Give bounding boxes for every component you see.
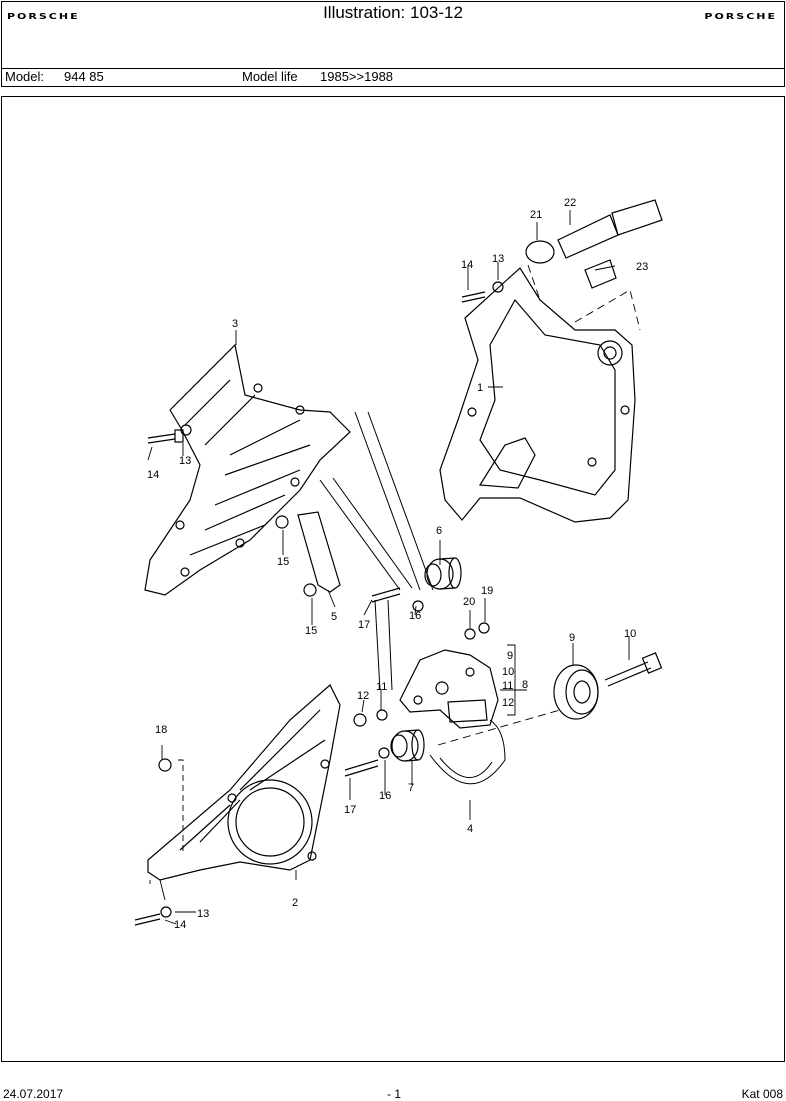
model-label: Model: xyxy=(5,69,45,84)
callout-18: 18 xyxy=(155,724,167,736)
callout-22: 22 xyxy=(564,197,576,209)
part-23-hose xyxy=(584,259,617,289)
callout-13-c: 13 xyxy=(197,908,209,920)
callout-17-b: 17 xyxy=(344,804,356,816)
model-life-label: Model life xyxy=(242,69,298,84)
callout-16-b: 16 xyxy=(379,790,391,802)
part-5-bracket xyxy=(297,511,341,593)
leader-lines xyxy=(147,210,641,925)
callout-14-b: 14 xyxy=(461,259,473,271)
callout-10: 10 xyxy=(624,628,636,640)
callout-7: 7 xyxy=(408,782,414,794)
callout-12-group: 12 xyxy=(502,697,514,709)
callout-4: 4 xyxy=(467,823,473,835)
footer-catalog: Kat 008 xyxy=(741,1087,783,1101)
part-8-tensioner xyxy=(399,649,499,729)
brand-logo-left: PORSCHE xyxy=(7,11,80,22)
part-1-rear-cover xyxy=(439,267,636,523)
illustration-title: Illustration: 103-12 xyxy=(323,3,463,22)
footer-page-number: - 1 xyxy=(387,1087,402,1101)
illustration-frame xyxy=(1,96,785,1062)
callout-2: 2 xyxy=(292,897,298,909)
model-bar: Model: 944 85 Model life 1985>>1988 xyxy=(1,68,785,87)
fasteners xyxy=(134,281,504,926)
callout-9: 9 xyxy=(569,632,575,644)
brand-logo-right: PORSCHE xyxy=(704,11,777,22)
callout-15-a: 15 xyxy=(277,556,289,568)
callout-11: 11 xyxy=(376,681,387,693)
part-10-bolt xyxy=(604,652,663,687)
callout-6: 6 xyxy=(436,525,442,537)
callout-16-a: 16 xyxy=(409,610,421,622)
model-value: 944 85 xyxy=(64,69,104,84)
callout-14-a: 14 xyxy=(147,469,159,481)
part-4-timing-belt xyxy=(319,411,506,785)
callout-12: 12 xyxy=(357,690,369,702)
model-life-value: 1985>>1988 xyxy=(320,69,394,84)
callout-13-a: 13 xyxy=(179,455,191,467)
callout-14-c: 14 xyxy=(174,919,186,931)
part-2-lower-cover xyxy=(147,684,341,881)
callout-8: 8 xyxy=(522,679,528,691)
footer-date: 24.07.2017 xyxy=(3,1087,64,1101)
callout-10-group: 10 xyxy=(502,666,514,678)
callout-15-b: 15 xyxy=(305,625,317,637)
callout-11-group: 11 xyxy=(502,680,513,692)
callout-3: 3 xyxy=(232,318,238,330)
part-9-sprocket xyxy=(553,664,599,720)
part-7-roller xyxy=(390,729,425,762)
part-22-hose xyxy=(557,199,663,259)
callout-20: 20 xyxy=(463,596,475,608)
callout-17-a: 17 xyxy=(358,619,370,631)
callout-13-b: 13 xyxy=(492,253,504,265)
callout-1: 1 xyxy=(477,382,483,394)
part-3-upper-cover xyxy=(144,343,351,596)
callout-21: 21 xyxy=(530,209,542,221)
part-21-clamp xyxy=(525,240,555,264)
callout-19: 19 xyxy=(481,585,493,597)
callout-23: 23 xyxy=(636,261,648,273)
part-6-roller xyxy=(424,557,462,590)
callout-5: 5 xyxy=(331,611,337,623)
callout-9-group: 9 xyxy=(507,650,513,662)
